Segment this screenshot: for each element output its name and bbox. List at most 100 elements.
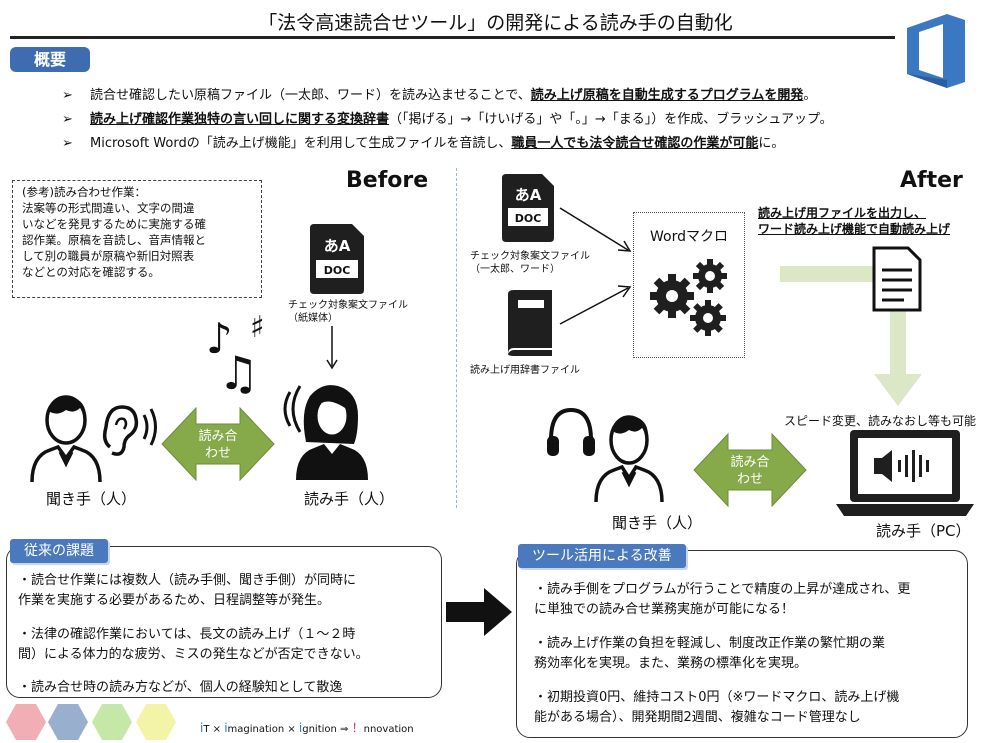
tagline-initial: ！ — [351, 721, 364, 735]
improvement-line: ・読み手側をプログラムが行うことで精度の上昇が達成され、更 — [534, 582, 911, 597]
sound-waves-icon — [283, 385, 302, 433]
headphones-icon — [547, 407, 595, 456]
reader-woman-icon — [296, 385, 368, 480]
sharp-icon: ♯ — [250, 310, 265, 345]
arrow-label-line: わせ — [204, 446, 231, 461]
doc-file-icon: あA DOC — [502, 174, 554, 242]
after-arrow-label: 読み合 わせ — [710, 454, 790, 488]
improvement-line: 能がある場合）、開発期間2週間、複雑なコード管理なし — [534, 710, 861, 725]
issue-line: ・読合せ作業には複数人（読み手側、聞き手側）が同時に — [18, 573, 357, 588]
bullet-text: Microsoft Wordの「読み上げ機能」を利用して生成ファイルを音読し、 — [90, 136, 512, 151]
footer-tagline: iT × imagination × ignition ⇒ ！nnovation — [200, 719, 414, 736]
music-note-icon: ♪ — [206, 314, 233, 363]
tagline-part: T × — [203, 724, 225, 735]
gears-icon — [650, 259, 727, 336]
issue-line: ・法律の確認作業においては、長文の読み上げ（１～２時 — [18, 627, 356, 642]
issues-box — [6, 546, 442, 698]
hex-green — [92, 704, 132, 740]
doc-label: DOC — [515, 212, 542, 225]
after-listener-label: 聞き手（人） — [612, 514, 703, 532]
tagline-initial: i — [298, 721, 303, 735]
overview-bullet-2: ➢ 読み上げ確認作業独特の言い回しに関する変換辞書（「掲げる」→「けいげる」や「。… — [62, 108, 833, 127]
hex-pink — [6, 704, 46, 740]
word-macro-box — [633, 212, 745, 358]
output-line: 読み上げ用ファイルを出力し、 — [758, 206, 927, 220]
note-line: 法案等の形式間違い、文字の間違 — [22, 201, 195, 215]
issue-item: ・法律の確認作業においては、長文の読み上げ（１～２時 間）による体力的な疲労、ミ… — [18, 625, 369, 665]
arrow-label-line: 読み合 — [198, 429, 238, 444]
bullet-text: 読合せ確認したい原稿ファイル（一太郎、ワード）を読み込ませることで、 — [90, 88, 531, 103]
transition-arrow-icon — [446, 588, 512, 636]
speed-note: スピード変更、読みなおし等も可能 — [784, 414, 977, 428]
flow-arrow-icon — [780, 266, 922, 406]
note-line: 認作業。原稿を音読し、音声情報と — [22, 233, 206, 247]
after-doc-caption: チェック対象案文ファイル （一太郎、ワード） — [470, 250, 590, 276]
before-listener-label: 聞き手（人） — [46, 490, 137, 508]
input-arrows-icon — [559, 207, 632, 325]
footer-hexagons — [6, 704, 176, 740]
down-arrow-icon — [326, 326, 338, 370]
caption-line: チェック対象案文ファイル — [470, 251, 590, 262]
output-description: 読み上げ用ファイルを出力し、 ワード読み上げ機能で自動読み上げ — [758, 205, 950, 237]
ear-listening-icon — [102, 405, 157, 456]
note-line: などとの対応を確認する。 — [22, 265, 160, 279]
doc-glyph: あA — [324, 237, 351, 255]
arrow-label-line: わせ — [736, 472, 763, 487]
note-line: して別の職員が原稿や新旧対照表 — [22, 249, 195, 263]
note-line: いなどを発見するために実施する確 — [22, 217, 206, 231]
issues-badge: 従来の課題 — [10, 539, 108, 563]
overview-bullet-3: ➢ Microsoft Wordの「読み上げ機能」を利用して生成ファイルを音読し、… — [62, 132, 784, 151]
page-title: 「法令高速読合せツール」の開発による読み手の自動化 — [258, 12, 733, 34]
tagline-part: nnovation — [363, 724, 414, 735]
bullet-emphasis: 職員一人でも法令読合せ確認の作業が可能 — [511, 136, 759, 151]
improvements-box — [516, 550, 968, 738]
issue-item: ・読合せ作業には複数人（読み手側、聞き手側）が同時に 作業を実施する必要があるた… — [18, 571, 356, 611]
arrow-label-line: 読み合 — [730, 455, 770, 470]
improvement-line: ・読み上げ作業の負担を軽減し、制度改正作業の繁忙期の業 — [534, 636, 886, 651]
issue-item: ・読み合せ時の読み方などが、個人の経験知として散逸 — [18, 678, 342, 698]
beamed-notes-icon: ♫ — [218, 346, 260, 400]
tagline-initial: i — [224, 721, 228, 735]
before-reader-label: 読み手（人） — [304, 490, 395, 508]
title-rule — [10, 36, 895, 39]
overview-badge: 概要 — [10, 47, 90, 72]
bullet-text: 。 — [803, 88, 817, 103]
before-heading: Before — [346, 168, 429, 193]
office-logo-icon — [907, 14, 965, 88]
note-line: (参考)読み合わせ作業： — [22, 185, 146, 199]
macro-label: Wordマクロ — [650, 229, 728, 245]
laptop-speaker-icon — [836, 430, 974, 516]
improvements-badge: ツール活用による改善 — [518, 544, 686, 568]
bullet-arrow-icon: ➢ — [62, 88, 73, 103]
after-heading: After — [900, 168, 963, 193]
issue-line: 間）による体力的な疲労、ミスの発生などが否定できない。 — [18, 647, 369, 662]
output-line: ワード読み上げ機能で自動読み上げ — [758, 222, 951, 236]
before-arrow-label: 読み合 わせ — [178, 428, 258, 462]
issue-line: 作業を実施する必要があるため、日程調整等が発生。 — [18, 593, 331, 608]
improvement-line: 務効率化を実現。また、業務の標準化を実現。 — [534, 656, 808, 671]
tagline-initial: i — [200, 721, 204, 735]
reference-note: (参考)読み合わせ作業： 法案等の形式間違い、文字の間違 いなどを発見するために… — [12, 180, 262, 298]
improvement-item: ・読み上げ作業の負担を軽減し、制度改正作業の繁忙期の業 務効率化を実現。また、業… — [534, 634, 885, 674]
bullet-arrow-icon: ➢ — [62, 112, 73, 127]
doc-label: DOC — [324, 264, 351, 277]
listener-man-icon — [594, 415, 664, 503]
read-match-arrow-icon — [161, 406, 275, 482]
bullet-emphasis: 読み上げ原稿を自動生成するプログラムを開発 — [530, 88, 804, 103]
read-match-arrow-icon — [693, 432, 807, 508]
after-reader-label: 読み手（PC） — [876, 522, 971, 540]
dict-caption: 読み上げ用辞書ファイル — [470, 365, 580, 376]
improvement-line: ・初期投資0円、維持コスト0円（※ワードマクロ、読み上げ機 — [534, 690, 900, 705]
tagline-part: gnition ⇒ — [302, 724, 352, 735]
dictionary-book-icon — [508, 290, 552, 356]
issue-line: ・読み合せ時の読み方などが、個人の経験知として散逸 — [18, 680, 343, 695]
overview-bullet-1: ➢ 読合せ確認したい原稿ファイル（一太郎、ワード）を読み込ませることで、読み上げ原… — [62, 84, 816, 103]
bullet-emphasis: 読み上げ確認作業独特の言い回しに関する変換辞書 — [90, 112, 390, 127]
section-divider — [456, 168, 457, 508]
doc-glyph: あA — [515, 186, 542, 204]
tagline-part: magination × — [227, 724, 299, 735]
bullet-text: （「掲げる」→「けいげる」や「。」→「まる」）を作成、ブラッシュアップ。 — [389, 112, 833, 127]
improvement-item: ・初期投資0円、維持コスト0円（※ワードマクロ、読み上げ機 能がある場合）、開発… — [534, 688, 899, 728]
bullet-arrow-icon: ➢ — [62, 136, 73, 151]
output-file-icon — [872, 246, 922, 312]
